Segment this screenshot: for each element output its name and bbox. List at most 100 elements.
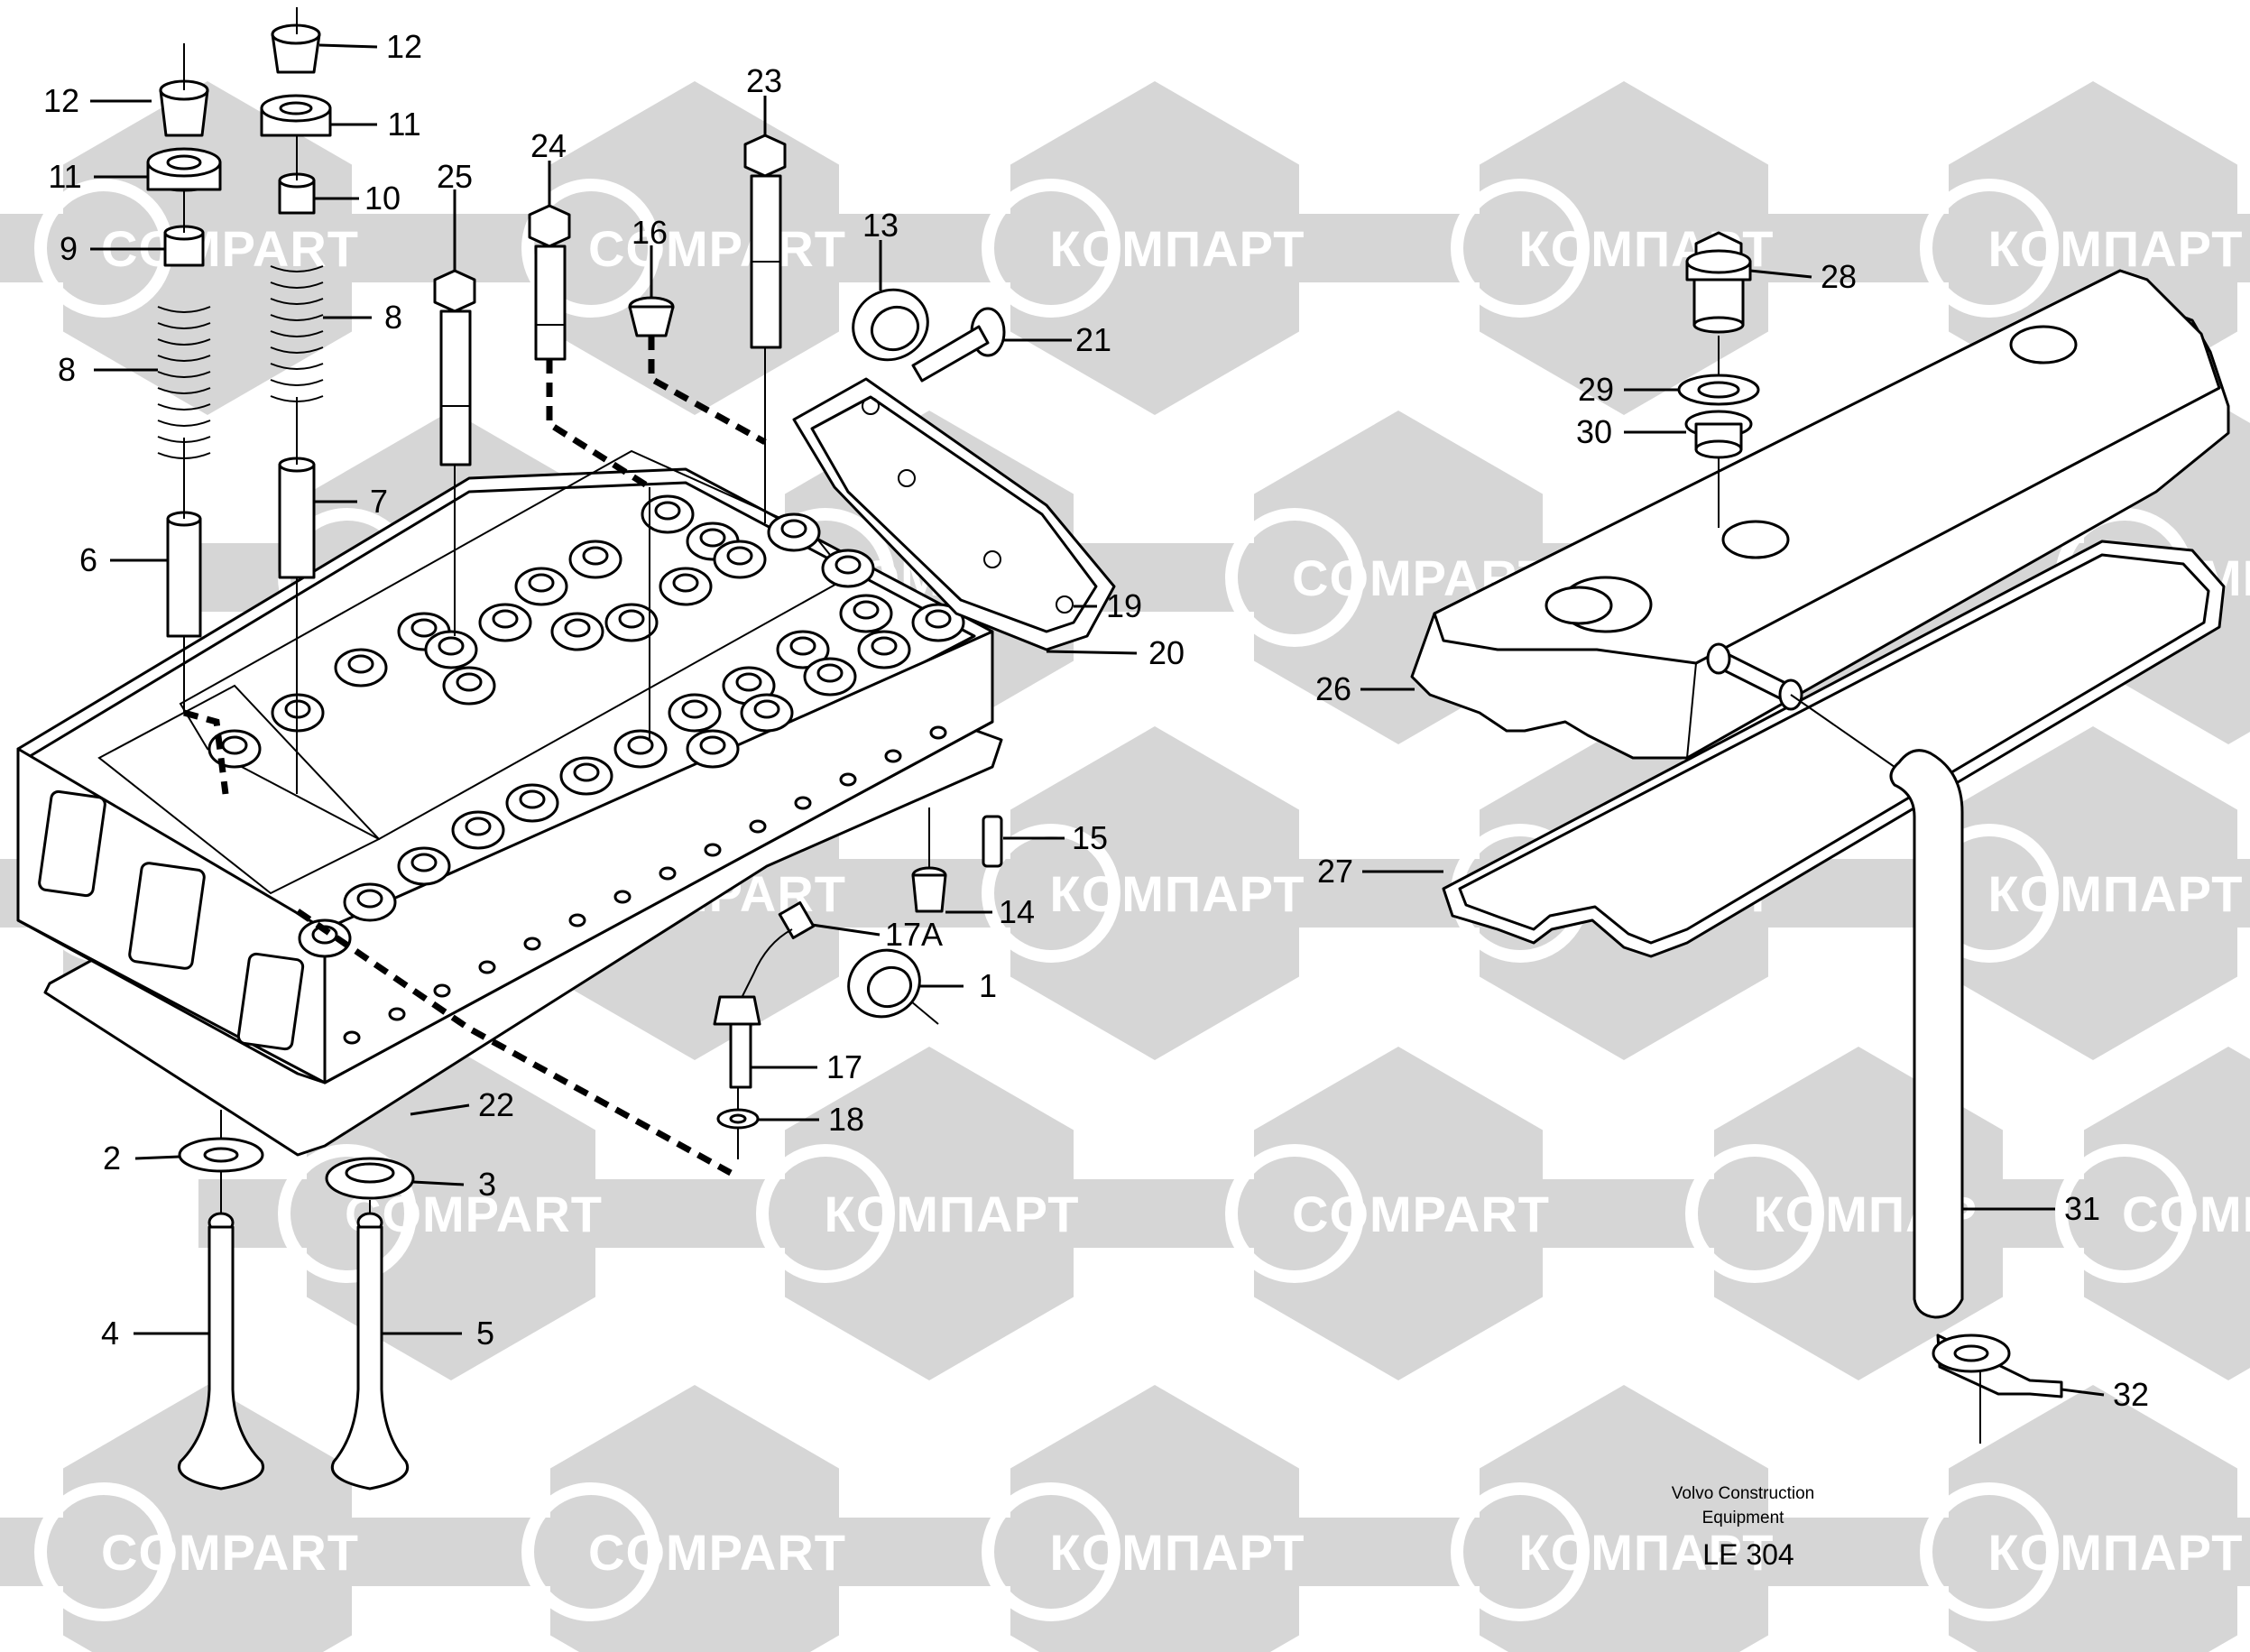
- footer-block: Volvo Construction Equipment LE 304: [1672, 1484, 1814, 1571]
- washer-18: [716, 1108, 760, 1130]
- watermark-text: КОМПАРТ: [1519, 1524, 1775, 1581]
- callout: 25: [437, 158, 473, 271]
- watermark-text: COMPART: [1292, 1186, 1550, 1242]
- callout: 8: [58, 351, 158, 388]
- callout: 13: [862, 207, 899, 291]
- callout-number: 28: [1821, 258, 1857, 295]
- side-hole: [884, 749, 902, 763]
- callout: 16: [632, 214, 668, 298]
- seal-1: [847, 948, 921, 1019]
- watermark-tile: COMPART: [442, 81, 947, 415]
- watermark-text: КОМПАРТ: [1988, 1524, 2244, 1581]
- callout: 17: [751, 1048, 862, 1085]
- callout-leader: [1749, 269, 1812, 279]
- watermark-tile: COMPART: [1976, 1047, 2250, 1380]
- callout-number: 13: [862, 207, 899, 244]
- callout: 15: [1003, 819, 1108, 856]
- callout-leader: [1046, 650, 1138, 655]
- callout-leader: [412, 1180, 465, 1186]
- head-boss: [857, 630, 911, 669]
- side-hole: [749, 819, 767, 834]
- side-hole: [433, 983, 451, 998]
- head-boss: [568, 540, 622, 579]
- head-boss: [397, 846, 451, 886]
- fitting-17: [713, 995, 761, 1089]
- side-hole: [343, 1030, 361, 1045]
- watermark-text: КОМПАРТ: [825, 1186, 1080, 1242]
- callout-number: 2: [103, 1140, 121, 1177]
- watermark-text: COMPART: [2122, 1186, 2250, 1242]
- callout-number: 6: [79, 541, 97, 578]
- callout: 21: [1004, 321, 1111, 358]
- watermark-text: КОМПАРТ: [1050, 865, 1305, 922]
- watermark-tile: КОМПАРТ: [902, 81, 1407, 415]
- breather-hose-31: [1790, 694, 1964, 1319]
- callout: 11: [330, 106, 421, 143]
- callout-number: 25: [437, 158, 473, 195]
- head-boss: [424, 630, 478, 669]
- watermark-tile: КОМПАРТ: [1371, 1385, 1877, 1652]
- side-hole: [388, 1007, 406, 1021]
- oil-cap-28: [1685, 231, 1752, 334]
- callout: 19: [1074, 587, 1142, 624]
- side-hole: [839, 772, 857, 787]
- watermark-text: КОМПАРТ: [1988, 865, 2244, 922]
- head-boss: [767, 512, 821, 552]
- callout: 23: [746, 62, 782, 135]
- callout-number: 23: [746, 62, 782, 99]
- watermark-tile: COMPART: [442, 1385, 947, 1652]
- watermark-tile: КОМПАРТ: [902, 1385, 1407, 1652]
- sensor-17A: [739, 901, 816, 1002]
- callout: 32: [2061, 1376, 2149, 1413]
- callout: 8: [323, 299, 402, 336]
- callout: 12: [318, 28, 422, 65]
- side-hole: [478, 960, 496, 974]
- footer-line1: Volvo Construction: [1672, 1484, 1814, 1503]
- head-boss: [740, 693, 794, 733]
- cylinder-head-side-holes: [343, 725, 947, 1045]
- watermark-text: КОМПАРТ: [1754, 1186, 2009, 1242]
- callout-number: 27: [1317, 853, 1353, 890]
- callout: 2: [103, 1140, 180, 1177]
- callout: 26: [1315, 670, 1415, 707]
- callout-number: 12: [43, 82, 79, 119]
- watermark-tile: COMPART: [0, 1385, 460, 1652]
- callout: 28: [1749, 258, 1857, 295]
- callout-number: 31: [2064, 1190, 2100, 1227]
- watermark-text: COMPART: [101, 1524, 359, 1581]
- head-boss: [659, 567, 713, 606]
- callout-number: 20: [1148, 634, 1185, 671]
- rocker-cover-26: [1410, 269, 2230, 760]
- watermark-tile: КОМПАРТ: [677, 1047, 1182, 1380]
- side-hole: [929, 725, 947, 740]
- watermark-tile: КОМПАРТ: [902, 726, 1407, 1060]
- callout-number: 22: [478, 1086, 514, 1123]
- callout-number: 3: [478, 1166, 496, 1203]
- watermark-tile: COMPART: [1146, 1047, 1651, 1380]
- callout-number: 17A: [885, 916, 943, 953]
- head-boss: [550, 612, 604, 651]
- callout: 1: [918, 967, 997, 1004]
- callout-number: 24: [530, 127, 567, 164]
- callout-number: 1: [979, 967, 997, 1004]
- side-hole: [523, 937, 541, 951]
- callout: 20: [1046, 634, 1185, 671]
- head-boss: [343, 882, 397, 922]
- head-boss: [668, 693, 722, 733]
- callout: 3: [412, 1166, 496, 1203]
- callout: 22: [410, 1086, 514, 1123]
- pin-15: [982, 815, 1003, 868]
- side-hole: [568, 913, 586, 928]
- callout-number: 19: [1106, 587, 1142, 624]
- callout-number: 8: [384, 299, 402, 336]
- watermark-text: КОМПАРТ: [1050, 1524, 1305, 1581]
- callout-leader: [134, 1155, 180, 1160]
- head-boss: [505, 783, 559, 823]
- callout: 27: [1317, 853, 1443, 890]
- side-hole: [794, 796, 812, 810]
- callout-number: 26: [1315, 670, 1351, 707]
- callout-number: 9: [60, 230, 78, 267]
- drawing-code: LE 304: [1702, 1538, 1794, 1571]
